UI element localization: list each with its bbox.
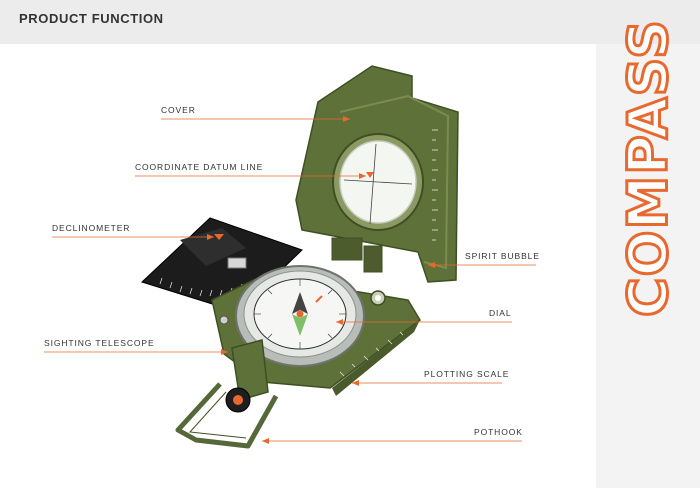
compass-dial — [235, 265, 365, 367]
leader-arrowheads — [207, 116, 435, 444]
label-pothook: POTHOOK — [474, 427, 523, 437]
label-sighting-telescope: SIGHTING TELESCOPE — [44, 338, 155, 348]
leader-lines — [44, 118, 536, 442]
label-spirit-bubble: SPIRIT BUBBLE — [465, 251, 540, 261]
compass-cover — [295, 65, 459, 283]
label-plotting-scale: PLOTTING SCALE — [424, 369, 510, 379]
brand-panel — [596, 44, 700, 488]
label-cover: COVER — [161, 105, 196, 115]
label-dial: DIAL — [489, 308, 512, 318]
label-coordinate-datum-line: COORDINATE DATUM LINE — [135, 162, 264, 172]
header-band — [0, 0, 700, 44]
label-declinometer: DECLINOMETER — [52, 223, 131, 233]
sighting-telescope-and-pothook — [175, 315, 279, 449]
page-title: PRODUCT FUNCTION — [19, 11, 164, 26]
